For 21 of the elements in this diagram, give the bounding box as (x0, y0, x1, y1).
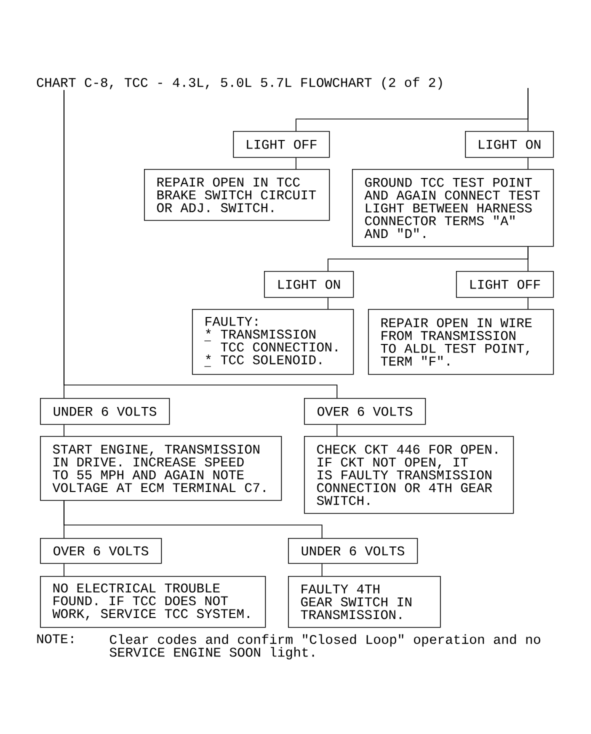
step-box: REPAIR OPEN IN WIRE FROM TRANSMISSION TO ALDL TEST POINT, TERM "F". (368, 309, 554, 375)
condition-box: LIGHT ON (465, 131, 554, 158)
step-box: FAULTY: * TRANSMISSION TCC CONNECTION. * TCC SOLENOID. (192, 309, 354, 375)
condition-box: LIGHT OFF (233, 131, 330, 158)
step-box: GROUND TCC TEST POINT AND AGAIN CONNECT TEST LIGHT BETWEEN HARNESS CONNECTOR TERMS "A" AND "D". (352, 169, 554, 247)
step-box: CHECK CKT 446 FOR OPEN. IF CKT NOT OPEN, IT IS FAULTY TRANSMISSION CONNECTION OR 4TH GEAR SWITCH. (304, 436, 514, 514)
note-text: Clear codes and confirm "Closed Loop" operation and no SERVICE ENGINE SOON light. (110, 634, 540, 660)
condition-box: LIGHT ON (264, 271, 354, 298)
step-box: REPAIR OPEN IN TCC BRAKE SWITCH CIRCUIT OR ADJ. SWITCH. (144, 169, 330, 221)
connector-line (64, 500, 322, 538)
step-box: START ENGINE, TRANSMISSION IN DRIVE. INCREASE SPEED TO 55 MPH AND AGAIN NOTE VOLTAGE AT ECM TERMINAL C7. (40, 436, 282, 501)
condition-box: UNDER 6 VOLTS (288, 538, 418, 564)
step-box: FAULTY 4TH GEAR SWITCH IN TRANSMISSION. (288, 576, 441, 628)
chart-title: CHART C-8, TCC - 4.3L, 5.0L 5.7L FLOWCHART (2 of 2) (36, 77, 442, 90)
step-box: NO ELECTRICAL TROUBLE FOUND. IF TCC DOES NOT WORK, SERVICE TCC SYSTEM. (40, 576, 266, 628)
condition-box: LIGHT OFF (456, 271, 554, 298)
condition-box: OVER 6 VOLTS (40, 538, 162, 564)
connector-line (64, 90, 338, 398)
connector-line (336, 424, 338, 436)
condition-box: UNDER 6 VOLTS (40, 398, 170, 425)
condition-box: OVER 6 VOLTS (304, 398, 426, 425)
